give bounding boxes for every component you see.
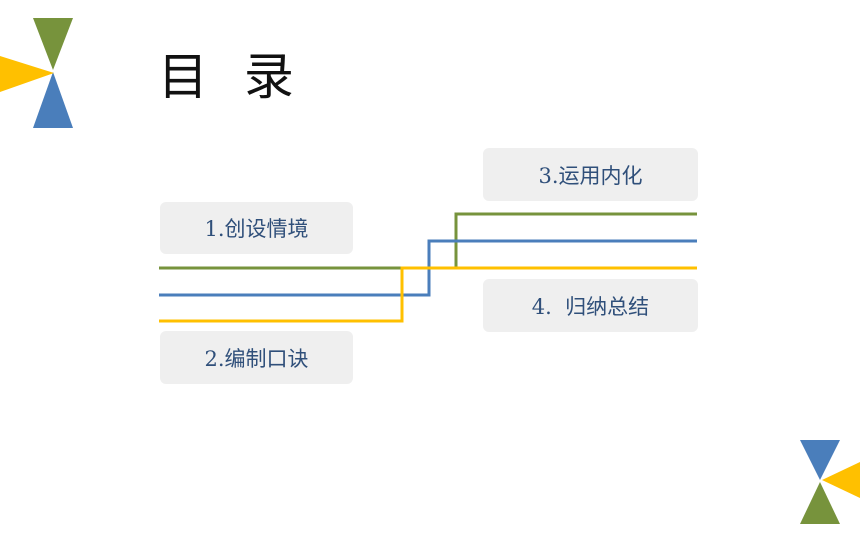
- hourglass-decoration-bottom-right: [800, 440, 860, 524]
- yellow-triangle: [0, 56, 54, 92]
- blue-triangle: [800, 440, 840, 480]
- hourglass-decoration-top-left: [0, 18, 73, 128]
- section-label-1: 1.创设情境: [204, 217, 309, 241]
- section-card-3[interactable]: 3.运用内化: [483, 148, 698, 201]
- green-triangle: [33, 18, 73, 70]
- page-title: 目 录: [158, 48, 304, 106]
- yellow-line: [159, 266, 697, 323]
- green-triangle: [800, 482, 840, 524]
- yellow-triangle: [822, 462, 860, 498]
- section-card-4[interactable]: 4. 归纳总结: [483, 279, 698, 332]
- section-card-2[interactable]: 2.编制口诀: [160, 331, 353, 384]
- section-label-3: 3.运用内化: [538, 163, 643, 188]
- section-card-1[interactable]: 1.创设情境: [160, 202, 353, 254]
- section-label-2: 2.编制口诀: [204, 346, 309, 371]
- section-label-4: 4. 归纳总结: [531, 294, 650, 319]
- blue-triangle: [33, 72, 73, 128]
